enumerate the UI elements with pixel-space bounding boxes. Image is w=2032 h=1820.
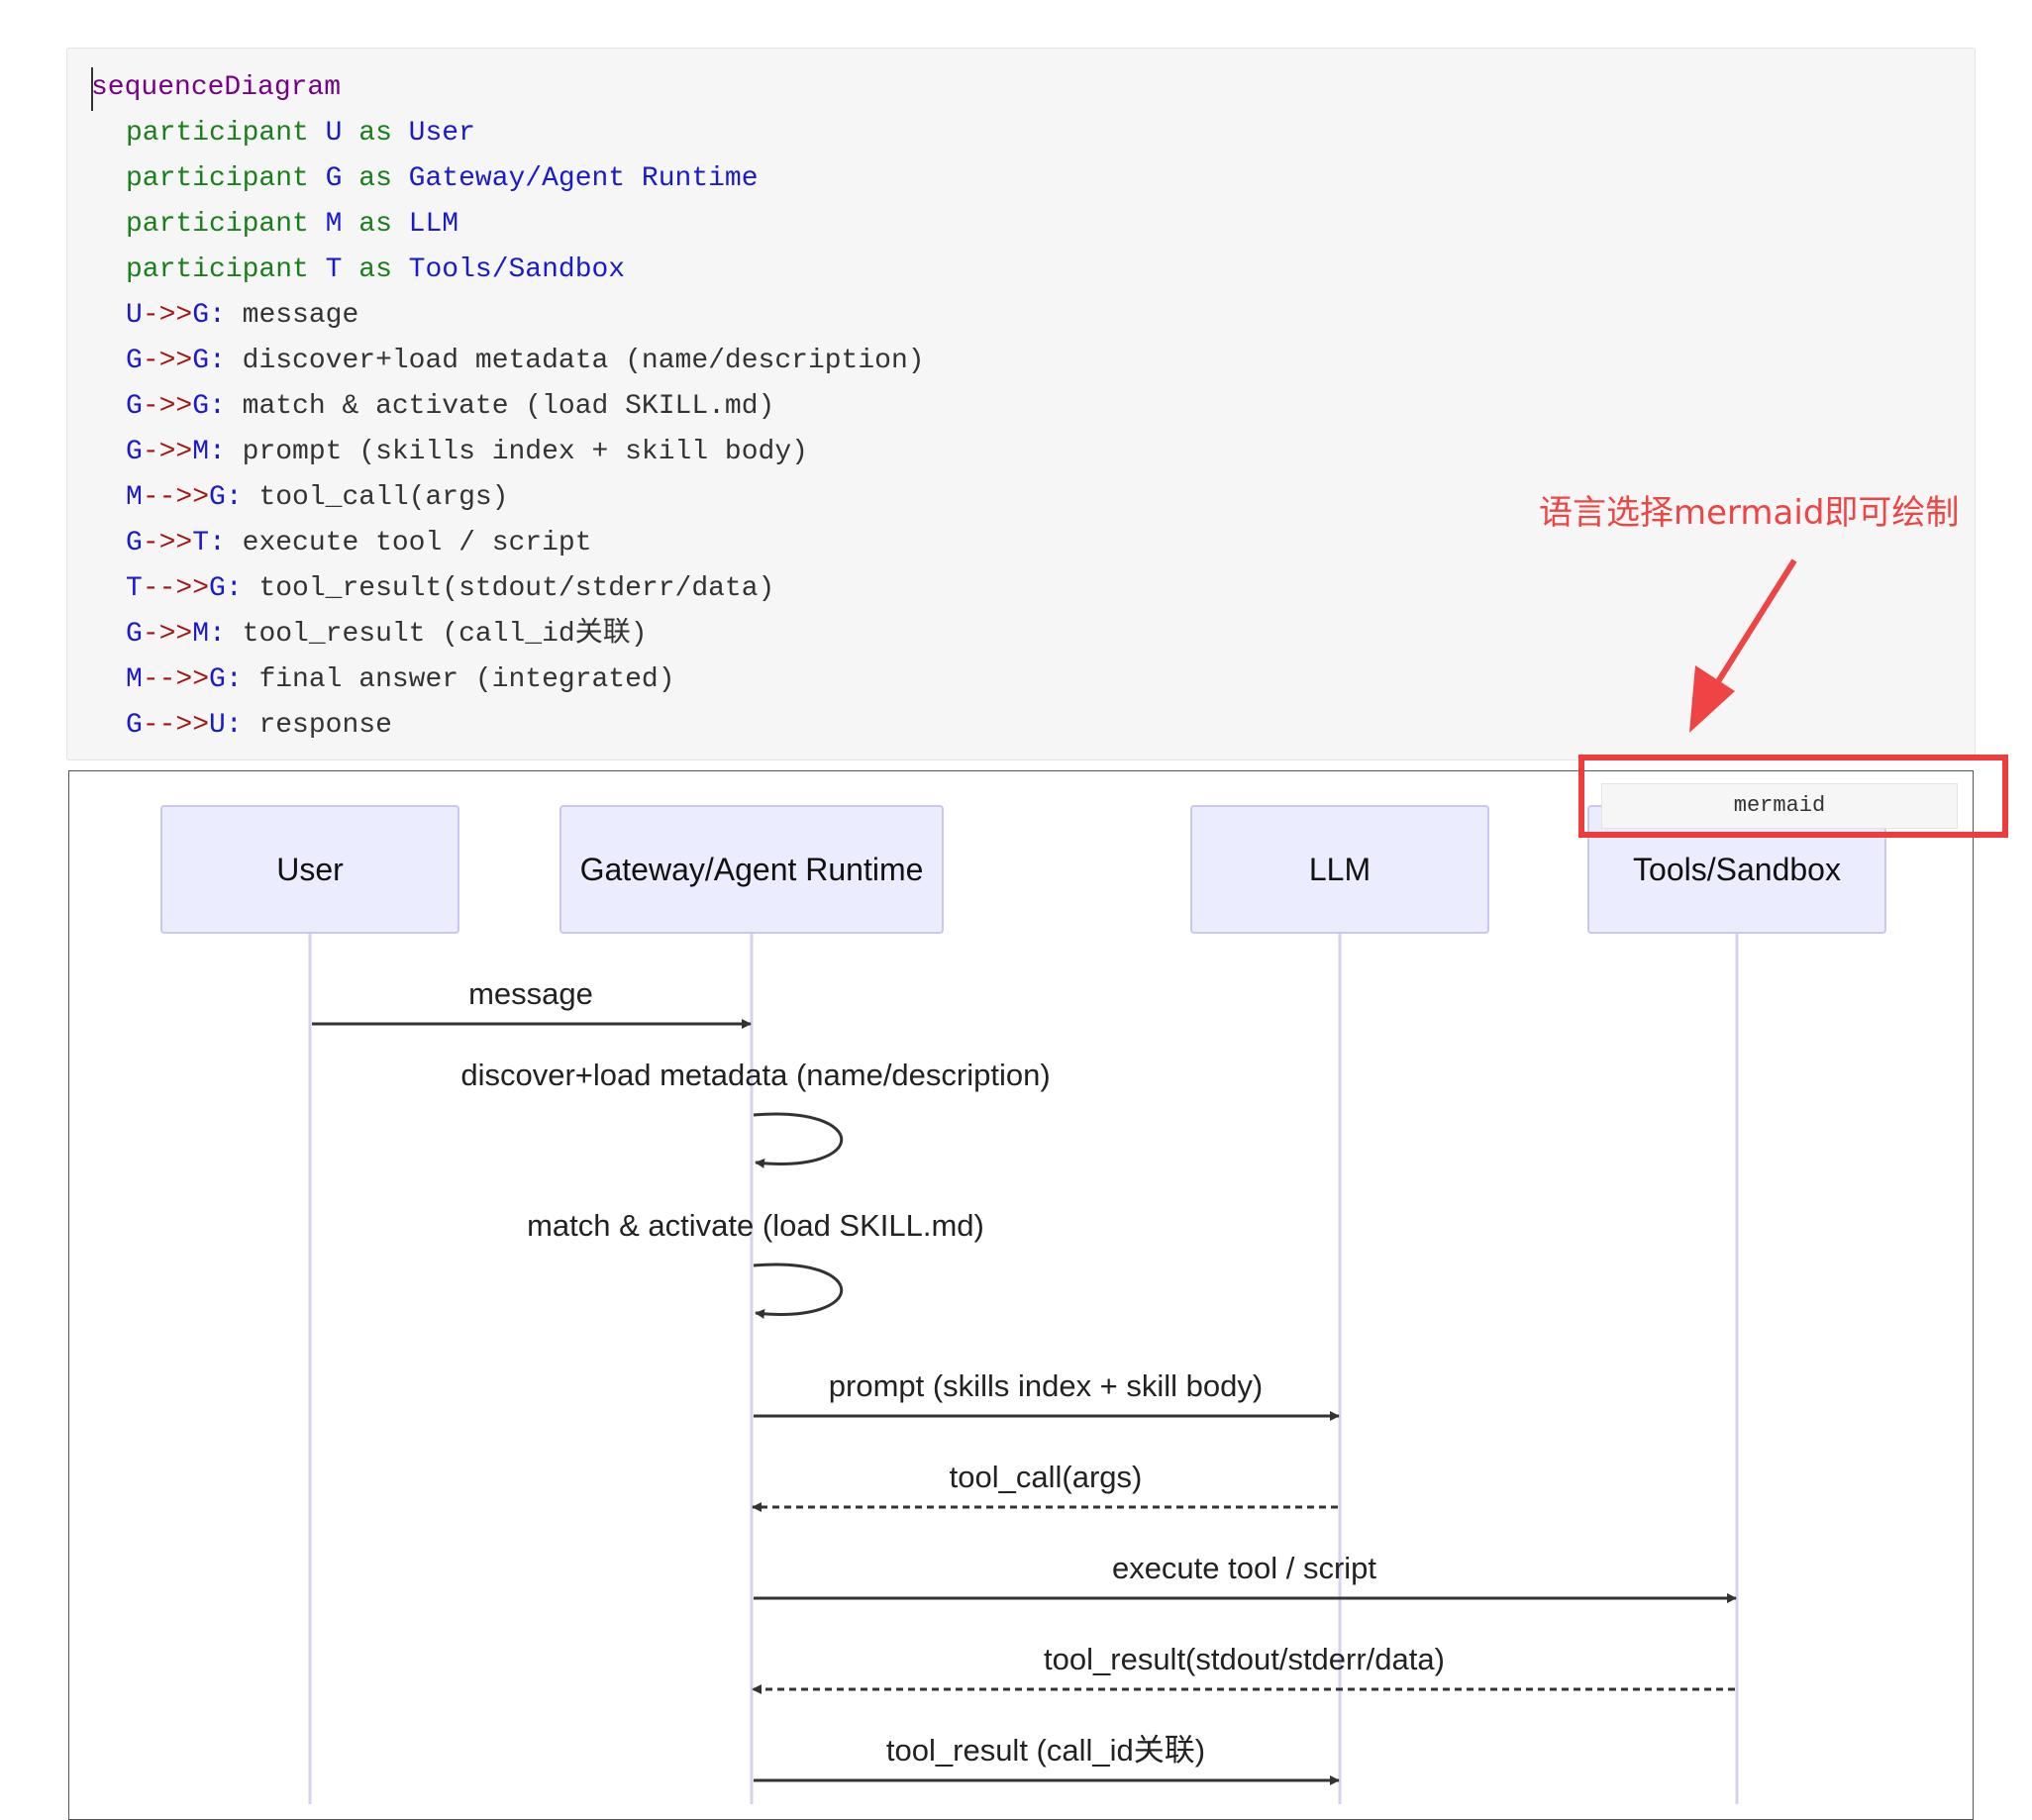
code-token: U — [126, 300, 143, 331]
self-message-arrow — [753, 1112, 844, 1168]
code-token: ->> — [142, 528, 193, 558]
self-message-arrow — [753, 1263, 844, 1319]
code-token: participant — [126, 118, 309, 149]
code-line[interactable]: participant U as User — [91, 111, 925, 156]
code-token: participant — [126, 209, 309, 240]
code-token: as — [358, 163, 392, 194]
actor-label-t: Tools/Sandbox — [1633, 852, 1841, 887]
text-cursor — [91, 67, 93, 111]
code-token: M: — [192, 619, 226, 650]
code-line[interactable]: G-->>U: response — [91, 703, 925, 749]
code-token: M: — [192, 437, 226, 467]
code-line[interactable]: G->>M: tool_result (call_id关联) — [91, 612, 925, 657]
code-editor[interactable] — [66, 48, 1976, 760]
message-label: message — [468, 976, 593, 1011]
code-token: M — [126, 664, 143, 695]
code-token: -->> — [142, 664, 210, 695]
code-line[interactable]: sequenceDiagram — [91, 65, 925, 111]
code-token: Tools/Sandbox — [391, 254, 626, 285]
language-selector[interactable]: mermaid — [1601, 783, 1958, 829]
code-token: T — [126, 573, 143, 604]
code-token: T — [308, 254, 359, 285]
code-line[interactable]: G->>M: prompt (skills index + skill body… — [91, 430, 925, 475]
code-line[interactable]: G->>G: discover+load metadata (name/desc… — [91, 339, 925, 384]
code-token: G — [126, 710, 143, 741]
code-token: G — [126, 437, 143, 467]
code-token: ->> — [142, 391, 193, 422]
code-line[interactable]: participant T as Tools/Sandbox — [91, 248, 925, 293]
code-token: match & activate (load SKILL.md) — [225, 391, 775, 422]
code-token: Gateway/Agent Runtime — [391, 163, 759, 194]
code-token: discover+load metadata (name/description… — [225, 346, 925, 376]
code-token: final answer (integrated) — [242, 664, 675, 695]
code-token: response — [242, 710, 392, 741]
message-label: prompt (skills index + skill body) — [829, 1368, 1263, 1403]
code-token: User — [391, 118, 475, 149]
code-token: G: — [192, 391, 226, 422]
code-token: U: — [209, 710, 243, 741]
code-token: as — [358, 209, 392, 240]
message-label: match & activate (load SKILL.md) — [527, 1208, 984, 1243]
code-token: G — [126, 391, 143, 422]
code-token: M — [126, 482, 143, 513]
code-token: tool_result (call_id关联) — [225, 619, 648, 650]
code-token: U — [308, 118, 359, 149]
code-line[interactable]: U->>G: message — [91, 293, 925, 339]
actor-box-m — [1190, 805, 1489, 934]
code-line[interactable]: participant G as Gateway/Agent Runtime — [91, 156, 925, 202]
code-token: sequenceDiagram — [91, 72, 342, 103]
actor-label-g: Gateway/Agent Runtime — [580, 852, 924, 887]
code-token: as — [358, 254, 392, 285]
code-token: participant — [126, 163, 309, 194]
code-token: G: — [192, 346, 226, 376]
code-token: tool_call(args) — [242, 482, 509, 513]
code-token: G: — [209, 664, 243, 695]
code-line[interactable]: G->>T: execute tool / script — [91, 521, 925, 566]
code-line[interactable]: G->>G: match & activate (load SKILL.md) — [91, 384, 925, 430]
highlight-box — [1578, 755, 2008, 838]
message-label: execute tool / script — [1112, 1551, 1376, 1585]
message-label: discover+load metadata (name/description… — [460, 1058, 1050, 1092]
code-token: -->> — [142, 573, 210, 604]
actor-box-g — [559, 805, 944, 934]
code-token: ->> — [142, 346, 193, 376]
code-token: tool_result(stdout/stderr/data) — [242, 573, 775, 604]
diagram-preview — [68, 770, 1974, 1820]
annotation-text: 语言选择mermaid即可绘制 — [1539, 493, 1960, 533]
code-token: G — [126, 528, 143, 558]
actor-label-m: LLM — [1309, 852, 1371, 887]
annotation-arrow-icon — [1689, 558, 1797, 733]
code-token: ->> — [142, 619, 193, 650]
code-token: message — [225, 300, 359, 331]
code-line[interactable]: M-->>G: tool_call(args) — [91, 475, 925, 521]
code-token: ->> — [142, 437, 193, 467]
code-token: T: — [192, 528, 226, 558]
code-token: ->> — [142, 300, 193, 331]
code-token: prompt (skills index + skill body) — [225, 437, 808, 467]
code-token: -->> — [142, 710, 210, 741]
code-token: G — [308, 163, 359, 194]
code-token: participant — [126, 254, 309, 285]
code-token: execute tool / script — [225, 528, 592, 558]
code-line[interactable]: M-->>G: final answer (integrated) — [91, 657, 925, 703]
actor-label-u: User — [276, 852, 344, 887]
code-line[interactable]: participant M as LLM — [91, 202, 925, 248]
code-token: G: — [192, 300, 226, 331]
code-token: LLM — [391, 209, 459, 240]
code-token: as — [358, 118, 392, 149]
code-line[interactable]: T-->>G: tool_result(stdout/stderr/data) — [91, 566, 925, 612]
code-token: G — [126, 619, 143, 650]
code-token: G — [126, 346, 143, 376]
code-token: G: — [209, 482, 243, 513]
message-label: tool_call(args) — [950, 1460, 1143, 1494]
code-token: -->> — [142, 482, 210, 513]
message-label: tool_result(stdout/stderr/data) — [1044, 1642, 1445, 1676]
code-token: G: — [209, 573, 243, 604]
message-label: tool_result (call_id关联) — [886, 1733, 1205, 1768]
code-token: M — [308, 209, 359, 240]
actor-box-u — [160, 805, 459, 934]
